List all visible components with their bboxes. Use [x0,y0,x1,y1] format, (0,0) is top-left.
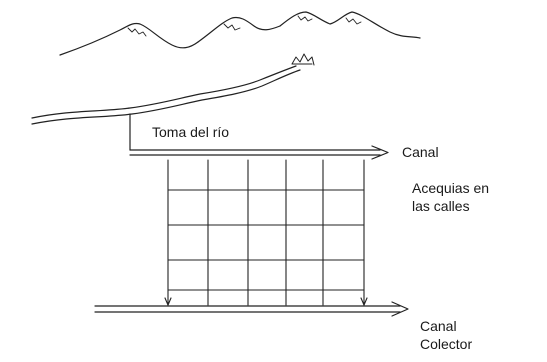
upper-canal [129,145,389,160]
collector-canal-arrow [391,301,409,317]
street-ditch-grid [164,159,368,306]
label-street-ditches-line2: las calles [412,198,470,214]
label-intake: Toma del río [152,124,230,140]
upper-canal-arrow [371,145,389,160]
collector-canal [94,301,409,317]
label-collector-line1: Canal [420,318,457,334]
label-street-ditches-line1: Acequias en [412,180,490,196]
mountains-illustration [59,11,421,66]
label-collector-line2: Colector [420,336,473,352]
river [31,65,301,125]
label-canal: Canal [402,144,439,160]
